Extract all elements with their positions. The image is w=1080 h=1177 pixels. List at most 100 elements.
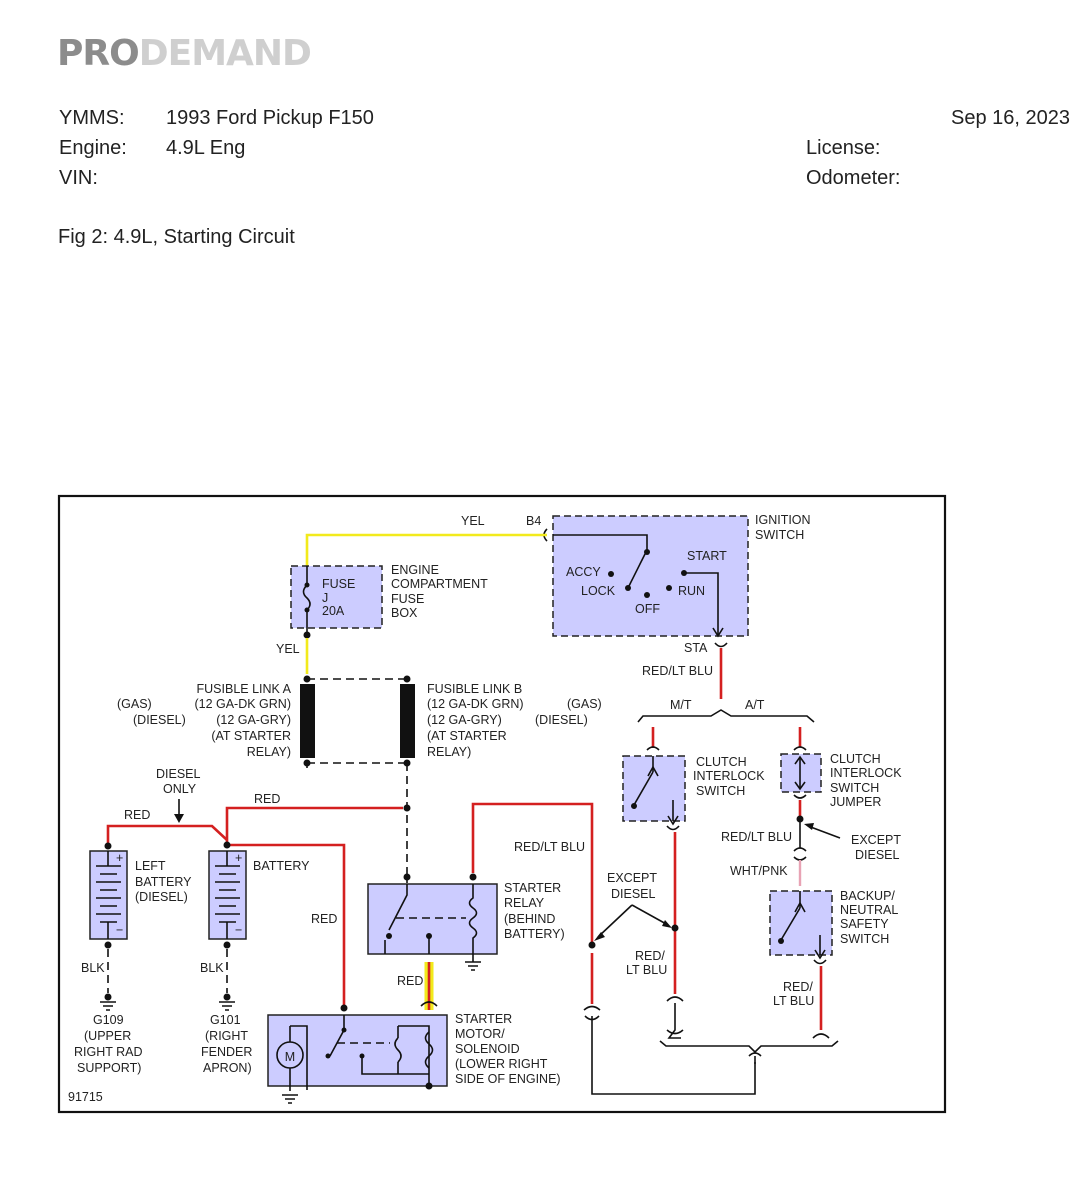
position-off: OFF: [635, 602, 660, 616]
position-start: START: [687, 549, 727, 563]
return-wire: [591, 1016, 756, 1095]
fuse-line-1: FUSE: [322, 577, 355, 591]
g101-line-1: G101: [210, 1013, 241, 1027]
g109-line-4: SUPPORT): [77, 1061, 141, 1075]
left-battery-line-2: BATTERY: [135, 875, 192, 889]
jumper-line-1: CLUTCH: [830, 752, 881, 766]
ground-symbol-g109: [100, 1001, 116, 1011]
clutch-interlock-switch: CLUTCH INTERLOCK SWITCH: [622, 755, 765, 826]
starter-relay: STARTER RELAY (BEHIND BATTERY): [367, 873, 565, 971]
merge-bracket: [659, 1040, 839, 1054]
engine-compartment-fuse-box: FUSE J 20A ENGINE COMPARTMENT FUSE BOX: [290, 563, 488, 639]
engine-label: Engine:: [59, 137, 127, 159]
fuse-line-2: J: [322, 591, 328, 605]
wire-label-backup-2: LT BLU: [773, 994, 814, 1008]
red-wire-left-battery: [106, 824, 228, 846]
wire-label-clutch-1: RED/: [635, 949, 665, 963]
diesel-only-line-1: DIESEL: [156, 767, 201, 781]
fusible-link-a-line-3: (12 GA-GRY): [216, 713, 291, 727]
red-wire-to-starter: [230, 843, 346, 1008]
odometer-label: Odometer:: [806, 167, 901, 189]
starter-relay-line-3: (BEHIND: [504, 912, 555, 926]
backup-switch-line-3: SAFETY: [840, 917, 889, 931]
clutch-switch-line-3: SWITCH: [696, 784, 745, 798]
starter-motor-line-2: MOTOR/: [455, 1027, 505, 1041]
wire-label-red-solenoid: RED: [397, 974, 423, 988]
ignition-switch: IGNITION SWITCH B4 ACCY LOCK OFF START R…: [526, 513, 811, 655]
except-diesel-left-line-1: EXCEPT: [607, 871, 657, 885]
terminal-b4: B4: [526, 514, 541, 528]
fusible-link-a-line-1: FUSIBLE LINK A: [197, 682, 292, 696]
wire-label-jumper: RED/LT BLU: [721, 830, 792, 844]
clutch-interlock-jumper: CLUTCH INTERLOCK SWITCH JUMPER: [780, 752, 902, 809]
ground-symbol-g101: [219, 1001, 235, 1011]
fuse-line-3: 20A: [322, 604, 345, 618]
battery-label: BATTERY: [253, 859, 310, 873]
fuse-box-line-3: FUSE: [391, 592, 424, 606]
position-run: RUN: [678, 584, 705, 598]
label-gas-left: (GAS): [117, 697, 152, 711]
red-wire-battery-splice: [225, 806, 403, 845]
wire-label-red-left: RED: [124, 808, 150, 822]
fuse-box-line-4: BOX: [391, 606, 418, 620]
fusible-link-a-line-5: RELAY): [247, 745, 291, 759]
label-at: A/T: [745, 698, 765, 712]
fusible-link-b-line-5: RELAY): [427, 745, 471, 759]
print-date: Sep 16, 2023: [951, 107, 1070, 129]
wire-label-wht-pnk: WHT/PNK: [730, 864, 788, 878]
label-diesel-left: (DIESEL): [133, 713, 186, 727]
engine-value: 4.9L Eng: [166, 137, 246, 159]
logo-pro: PRO: [57, 33, 140, 74]
jumper-line-4: JUMPER: [830, 795, 881, 809]
clutch-switch-line-2: INTERLOCK: [693, 769, 765, 783]
jumper-line-2: INTERLOCK: [830, 766, 902, 780]
g101-line-4: APRON): [203, 1061, 252, 1075]
ymms-label: YMMS:: [59, 107, 125, 129]
fusible-links: FUSIBLE LINK A (12 GA-DK GRN) (12 GA-GRY…: [117, 675, 602, 767]
g109-line-2: (UPPER: [84, 1029, 131, 1043]
figure-id: 91715: [68, 1090, 103, 1104]
g101-line-3: FENDER: [201, 1045, 252, 1059]
left-battery-minus: −: [116, 923, 123, 937]
starter-motor-line-4: (LOWER RIGHT: [455, 1057, 548, 1071]
wire-label-backup-1: RED/: [783, 980, 813, 994]
except-diesel-left-line-2: DIESEL: [611, 887, 656, 901]
starter-motor-line-1: STARTER: [455, 1012, 512, 1026]
left-battery-line-1: LEFT: [135, 859, 166, 873]
backup-switch-line-1: BACKUP/: [840, 889, 895, 903]
fusible-link-a-line-2: (12 GA-DK GRN): [194, 697, 291, 711]
diesel-only-line-2: ONLY: [163, 782, 197, 796]
starter-motor-line-3: SOLENOID: [455, 1042, 520, 1056]
position-accy: ACCY: [566, 565, 601, 579]
battery-minus: −: [235, 923, 242, 937]
red-lt-blu-wire-relay: [471, 802, 594, 945]
wire-label-red-lt-blu-relay: RED/LT BLU: [514, 840, 585, 854]
wire-label-red-top: RED: [254, 792, 280, 806]
starter-relay-line-4: BATTERY): [504, 927, 565, 941]
terminal-sta: STA: [684, 641, 708, 655]
logo-demand: DEMAND: [138, 33, 312, 74]
wire-label-yel-top: YEL: [461, 514, 485, 528]
fusible-link-b-line-2: (12 GA-DK GRN): [427, 697, 524, 711]
fuse-box-line-1: ENGINE: [391, 563, 439, 577]
label-mt: M/T: [670, 698, 692, 712]
battery-plus: +: [235, 851, 242, 865]
wire-label-blk-right: BLK: [200, 961, 224, 975]
starter-motor-solenoid: M STARTER MOTOR/ SOLENOID (LOWER RIGHT S…: [267, 1004, 561, 1104]
clutch-switch-line-1: CLUTCH: [696, 755, 747, 769]
label-gas-right: (GAS): [567, 697, 602, 711]
wire-label-red-lt-blu-top: RED/LT BLU: [642, 664, 713, 678]
ignition-switch-line-1: IGNITION: [755, 513, 811, 527]
left-battery-diesel: + − LEFT BATTERY (DIESEL): [89, 850, 192, 949]
left-battery-plus: +: [116, 851, 123, 865]
vin-label: VIN:: [59, 167, 98, 189]
wire-label-yel-left: YEL: [276, 642, 300, 656]
fuse-box-line-2: COMPARTMENT: [391, 577, 488, 591]
ignition-switch-line-2: SWITCH: [755, 528, 804, 542]
g109-line-3: RIGHT RAD: [74, 1045, 143, 1059]
jumper-line-3: SWITCH: [830, 781, 879, 795]
fusible-link-b-line-3: (12 GA-GRY): [427, 713, 502, 727]
except-diesel-right-line-1: EXCEPT: [851, 833, 901, 847]
license-label: License:: [806, 137, 881, 159]
